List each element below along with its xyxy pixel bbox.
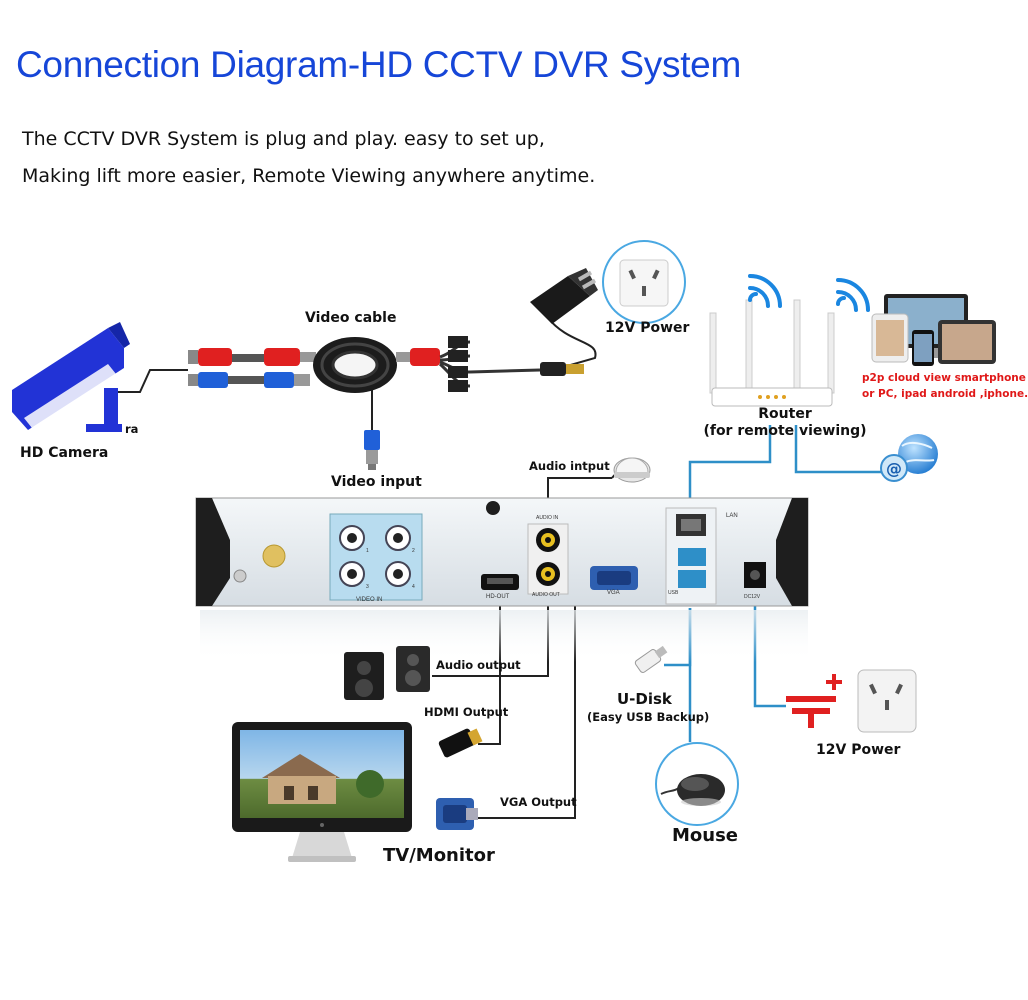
mouse-label: Mouse	[672, 825, 739, 846]
cctv-camera-icon	[12, 322, 130, 432]
dc-power-symbol-icon	[786, 674, 842, 728]
dc12v-panel-label: DC12V	[744, 594, 761, 600]
p2p-line-1: p2p cloud view smartphone	[862, 372, 1026, 384]
wifi-signal-icon-1	[748, 274, 782, 308]
udisk-sub-label: (Easy USB Backup)	[587, 710, 710, 724]
power-outlet-icon-right	[857, 669, 917, 733]
router-lan-wire	[688, 425, 772, 520]
video-cable-assembly	[188, 336, 584, 470]
page-title: Connection Diagram-HD CCTV DVR System	[16, 44, 741, 85]
p2p-devices-icon	[871, 294, 996, 366]
vga-panel-label: VGA	[607, 590, 620, 596]
udisk-label: U-Disk	[617, 690, 672, 708]
video-in-panel-label: VIDEO IN	[356, 597, 383, 603]
audio-out-panel-label: AUDIO OUT	[532, 592, 560, 598]
ch2-label: 2	[412, 548, 415, 554]
video-input-label: Video input	[331, 474, 422, 490]
hdmi-plug-icon	[438, 728, 483, 758]
router-label: Router (for remote viewing)	[700, 406, 870, 440]
svg-text:@: @	[886, 459, 902, 478]
intro-line-2: Making lift more easier, Remote Viewing …	[22, 165, 596, 187]
lan-panel-label: LAN	[726, 513, 738, 519]
connection-diagram: @	[12, 261, 996, 862]
router-internet-wire	[794, 425, 884, 474]
internet-globe-icon: @	[880, 434, 938, 482]
vga-output-label: VGA Output	[500, 795, 577, 809]
ch3-label: 3	[366, 584, 369, 590]
wires	[118, 317, 612, 819]
vga-plug-icon	[436, 798, 478, 830]
hdmi-output-label: HDMI Output	[424, 705, 509, 719]
hd-camera-label: HD Camera	[20, 445, 109, 461]
monitor-icon	[232, 722, 412, 862]
video-cable-label: Video cable	[305, 310, 397, 326]
router-title: Router	[758, 406, 812, 422]
power-top-label: 12V Power	[605, 320, 690, 336]
p2p-line-2: or PC, ipad android ,iphone.	[862, 388, 1028, 400]
router-subtitle: (for remote viewing)	[703, 423, 867, 439]
ch4-label: 4	[412, 584, 415, 590]
mouse-circle	[655, 742, 739, 826]
hd-out-panel-label: HD-OUT	[486, 594, 510, 600]
mouse-icon	[660, 774, 725, 806]
camera-partial-label: ra	[125, 422, 139, 436]
adapter-wire	[547, 317, 597, 369]
usb-disk-icon	[634, 645, 668, 673]
intro-line-1: The CCTV DVR System is plug and play. ea…	[22, 128, 545, 150]
power-outlet-icon	[619, 259, 669, 307]
power-adapter-icon	[530, 268, 598, 324]
speaker-icon	[344, 646, 430, 700]
microphone-icon	[611, 457, 651, 483]
audio-in-panel-label: AUDIO IN	[536, 515, 559, 521]
audio-output-label: Audio output	[436, 658, 521, 672]
tv-monitor-label: TV/Monitor	[383, 845, 495, 866]
dvr-back-panel	[195, 497, 809, 662]
power-right-label: 12V Power	[816, 742, 901, 758]
wifi-signal-icon-2	[836, 278, 870, 312]
vga-wire	[476, 605, 576, 819]
camera-wire	[118, 369, 188, 393]
wifi-router-icon	[709, 299, 835, 407]
audio-input-label: Audio intput	[529, 459, 610, 473]
usb-panel-label: USB	[668, 590, 679, 596]
ch1-label: 1	[366, 548, 369, 554]
